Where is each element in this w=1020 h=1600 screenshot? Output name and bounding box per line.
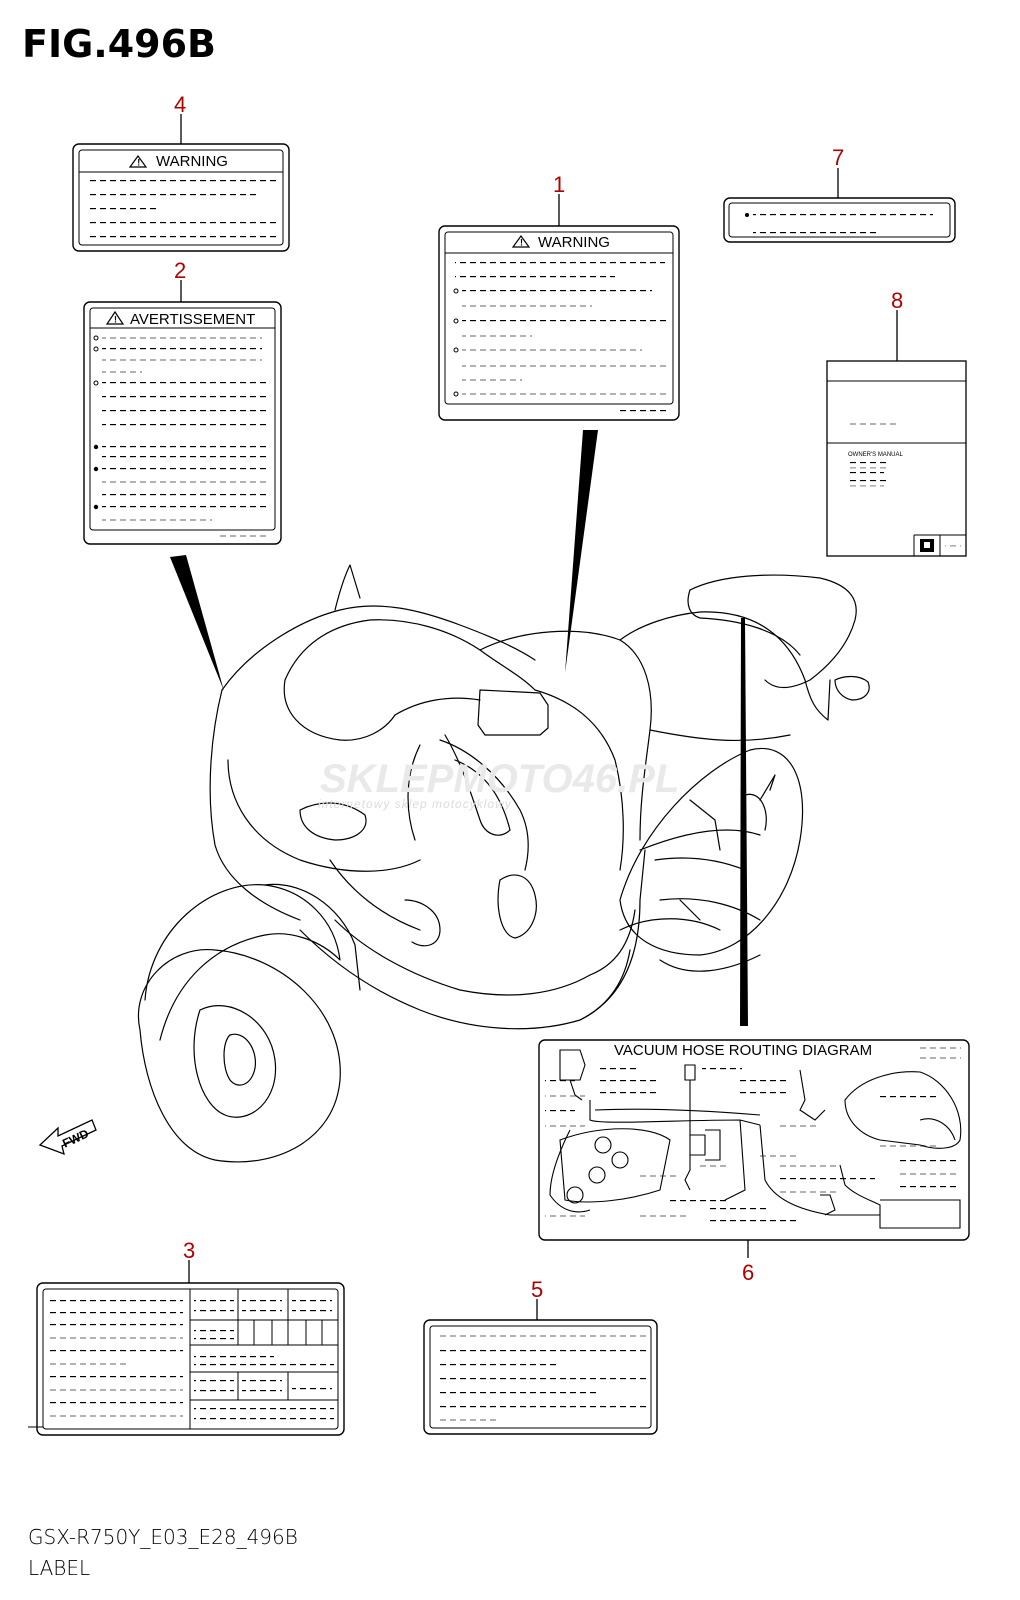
svg-text:!: ! <box>114 315 117 325</box>
label-6-heading: VACUUM HOSE ROUTING DIAGRAM <box>614 1042 872 1059</box>
callout-2: 2 <box>174 258 187 283</box>
model-code: GSX-R750Y_E03_E28_496B <box>28 1525 298 1549</box>
watermark-tagline: internetowy sklep motocyklowy <box>318 797 512 811</box>
watermark-logo: SKLEPMOTO46.PL <box>320 757 679 801</box>
item-8-owners-manual: OWNER'S MANUAL <box>826 360 967 557</box>
label-6-vacuum-hose-diagram: VACUUM HOSE ROUTING DIAGRAM <box>538 1039 970 1241</box>
label-1-heading: WARNING <box>538 234 610 251</box>
callout-1: 1 <box>553 172 566 197</box>
warning-triangle-icon <box>511 234 531 248</box>
svg-text:!: ! <box>520 238 523 248</box>
fwd-arrow-icon: FWD <box>38 1119 97 1156</box>
label-1-warning: ! WARNING <box>438 225 680 421</box>
figure-title: FIG.496B <box>22 22 217 66</box>
callout-8: 8 <box>891 288 904 313</box>
motorcycle-illustration <box>137 564 870 1163</box>
label-2-avertissement: ! AVERTISSEMENT <box>83 301 282 545</box>
pointer-wedge-1 <box>565 430 598 673</box>
warning-triangle-icon <box>105 310 125 325</box>
manual-title: OWNER'S MANUAL <box>848 452 903 458</box>
label-4-heading: WARNING <box>156 153 228 170</box>
figure-caption: LABEL <box>28 1556 91 1580</box>
callout-6: 6 <box>742 1260 755 1285</box>
label-2-heading: AVERTISSEMENT <box>130 311 255 328</box>
pointer-wedge-6 <box>740 618 748 1026</box>
callout-5: 5 <box>531 1277 544 1302</box>
callout-7: 7 <box>832 145 845 170</box>
fwd-label: FWD <box>60 1126 91 1150</box>
label-7 <box>723 197 956 243</box>
callout-4: 4 <box>174 92 187 117</box>
label-5 <box>423 1319 658 1435</box>
label-4-warning: ! WARNING <box>72 143 290 252</box>
warning-triangle-icon <box>128 154 148 168</box>
svg-text:!: ! <box>137 158 140 168</box>
pointer-wedge-2 <box>170 555 224 691</box>
label-3-table <box>28 1282 345 1436</box>
callout-3: 3 <box>183 1238 196 1263</box>
